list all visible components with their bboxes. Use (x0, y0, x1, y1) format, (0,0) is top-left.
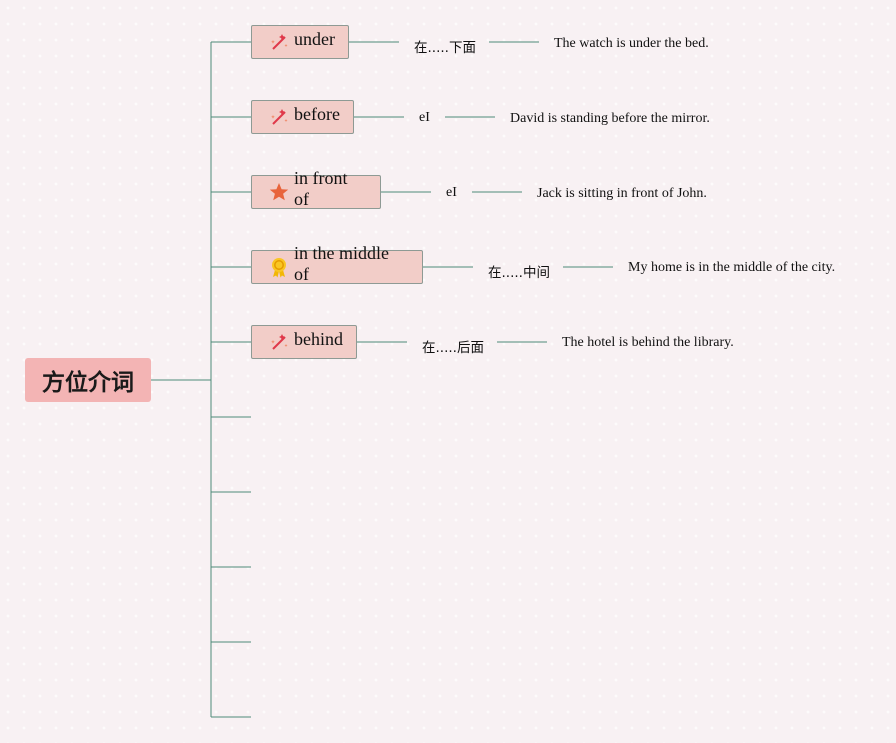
meaning-text: eI (419, 110, 430, 125)
example-sentence: The watch is under the bed. (554, 36, 709, 51)
topic-label: under (294, 28, 335, 49)
meaning-text: 在.....后面 (422, 340, 484, 356)
topic-behind[interactable]: behind (251, 325, 357, 359)
award-badge-icon (268, 256, 290, 278)
topic-in-the-middle-of[interactable]: in the middle of (251, 243, 423, 284)
meaning-text: 在.....下面 (414, 40, 476, 56)
topic-label: in front of (294, 168, 348, 209)
topic-under[interactable]: under (251, 25, 349, 59)
example-sentence: David is standing before the mirror. (510, 111, 710, 126)
topic-label: before (294, 103, 340, 124)
meaning-text: eI (446, 185, 457, 200)
magic-wand-icon (268, 31, 290, 53)
example-sentence: Jack is sitting in front of John. (537, 186, 707, 201)
root-topic-label: 方位介词 (42, 370, 134, 396)
meaning-text: 在.....中间 (488, 265, 550, 281)
topic-label: behind (294, 328, 343, 349)
magic-wand-icon (268, 106, 290, 128)
example-sentence: My home is in the middle of the city. (628, 260, 836, 275)
magic-wand-icon (268, 331, 290, 353)
example-sentence: The hotel is behind the library. (562, 335, 734, 350)
topic-label: in the middle of (294, 243, 389, 284)
topic-in-front-of[interactable]: in front of (251, 168, 381, 209)
topic-before[interactable]: before (251, 100, 354, 134)
star-icon (268, 181, 290, 203)
root-topic[interactable]: 方位介词 (25, 358, 151, 402)
